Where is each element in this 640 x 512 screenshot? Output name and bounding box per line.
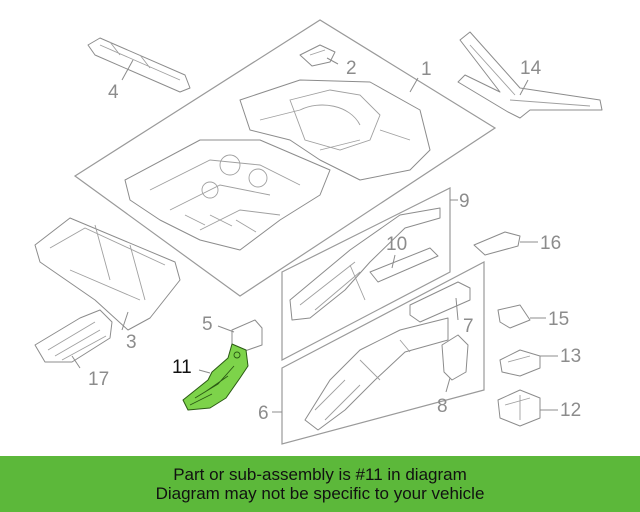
- part-9-side-member[interactable]: [289, 207, 441, 321]
- part-14-crossmember[interactable]: [457, 31, 603, 119]
- parts-diagram: 1 2 3 4 5 6 7 8 9 10 11 12 13 14 15 16 1…: [34, 19, 603, 445]
- callout-9[interactable]: 9: [459, 191, 470, 212]
- part-15-plate[interactable]: [497, 304, 531, 329]
- front-floor-pan[interactable]: [124, 139, 331, 251]
- callout-5[interactable]: 5: [202, 314, 213, 335]
- callout-12[interactable]: 12: [560, 400, 581, 421]
- callout-14[interactable]: 14: [520, 58, 542, 79]
- part-10-reinforcement[interactable]: [369, 247, 439, 283]
- floor-pan-outline: [73, 19, 497, 297]
- callout-6[interactable]: 6: [258, 403, 269, 424]
- part-7-bracket[interactable]: [409, 281, 471, 323]
- callout-11[interactable]: 11: [172, 357, 192, 378]
- rear-floor-pan[interactable]: [239, 79, 431, 181]
- part-13-bracket[interactable]: [499, 349, 541, 377]
- side-panel-group: [281, 187, 485, 445]
- part-4-rail[interactable]: [87, 37, 191, 93]
- callout-4[interactable]: 4: [108, 82, 119, 103]
- callout-10[interactable]: 10: [386, 234, 407, 255]
- callout-3[interactable]: 3: [126, 332, 137, 353]
- part-12-bracket[interactable]: [497, 389, 541, 427]
- part-info-banner: Part or sub-assembly is #11 in diagram D…: [0, 456, 640, 512]
- part-11-bracket-highlighted[interactable]: [182, 343, 249, 411]
- leader-lines: [71, 57, 558, 413]
- callout-15[interactable]: 15: [548, 309, 569, 330]
- callout-1[interactable]: 1: [421, 59, 432, 80]
- part-6-side-member[interactable]: [304, 317, 449, 431]
- part-17-heat-shield[interactable]: [34, 309, 113, 363]
- part-3-front-rails[interactable]: [34, 217, 181, 331]
- callout-17[interactable]: 17: [88, 369, 109, 390]
- callout-labels: 1 2 3 4 5 6 7 8 9 10 11 12 13 14 15 16 1…: [88, 58, 581, 424]
- upper-side-panel-outline: [281, 187, 451, 361]
- part-2-bracket[interactable]: [299, 44, 336, 67]
- banner-line-2: Diagram may not be specific to your vehi…: [155, 484, 485, 503]
- callout-2[interactable]: 2: [346, 58, 357, 79]
- callout-13[interactable]: 13: [560, 346, 581, 367]
- part-8-bracket[interactable]: [441, 334, 469, 381]
- banner-line-1: Part or sub-assembly is #11 in diagram: [173, 465, 467, 484]
- callout-7[interactable]: 7: [463, 316, 474, 337]
- part-16-bracket[interactable]: [473, 231, 521, 256]
- callout-8[interactable]: 8: [437, 396, 448, 417]
- lower-side-panel-outline: [281, 261, 485, 445]
- floor-pan-group: [73, 19, 497, 297]
- callout-16[interactable]: 16: [540, 233, 561, 254]
